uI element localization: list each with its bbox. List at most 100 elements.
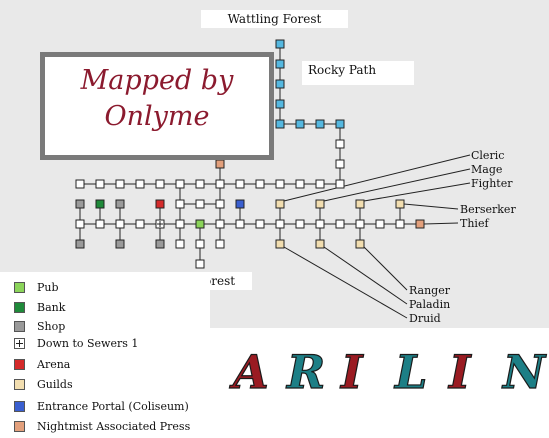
- legend-label: Down to Sewers 1: [37, 336, 139, 350]
- fighter-callout: Fighter: [471, 177, 513, 190]
- callout-line: [283, 246, 408, 319]
- legend-item: Shop: [14, 319, 65, 333]
- room-room: [255, 219, 265, 229]
- path-room: [335, 119, 345, 129]
- room-room: [155, 179, 165, 189]
- legend-label: Bank: [37, 300, 66, 314]
- credit-frame: Mapped by Onlyme: [40, 52, 274, 160]
- callout-line: [363, 182, 471, 202]
- guild-room: [275, 239, 285, 249]
- press-swatch: [14, 420, 25, 432]
- room-room: [335, 179, 345, 189]
- callout-line: [323, 246, 408, 305]
- room-room: [315, 219, 325, 229]
- guild-swatch: [14, 378, 25, 390]
- bank-room: [95, 199, 105, 209]
- room-room: [175, 219, 185, 229]
- room-room: [215, 179, 225, 189]
- legend-item: Down to Sewers 1: [14, 336, 138, 350]
- druid-callout: Druid: [409, 312, 441, 325]
- guild-room: [355, 199, 365, 209]
- sewer-swatch: [14, 337, 25, 349]
- room-room: [95, 179, 105, 189]
- room-room: [215, 199, 225, 209]
- path-room: [275, 39, 285, 49]
- title-letter: R: [285, 345, 325, 399]
- thief-callout: Thief: [460, 217, 489, 230]
- cleric-callout: Cleric: [471, 149, 505, 162]
- room-room: [175, 179, 185, 189]
- room-room: [275, 219, 285, 229]
- credit-text: Mapped by Onlyme: [45, 63, 269, 135]
- portal-swatch: [14, 400, 25, 412]
- room-room: [135, 219, 145, 229]
- callout-line: [423, 222, 459, 225]
- legend-label: Pub: [37, 280, 59, 294]
- callout-line: [323, 168, 471, 202]
- legend-item: Guilds: [14, 377, 73, 391]
- path-room: [275, 119, 285, 129]
- guild-room: [315, 239, 325, 249]
- pub-swatch: [14, 281, 25, 293]
- bank-swatch: [14, 301, 25, 313]
- room-room: [215, 219, 225, 229]
- path-room: [275, 99, 285, 109]
- legend-item: Nightmist Associated Press: [14, 419, 190, 433]
- room-room: [115, 219, 125, 229]
- shop-swatch: [14, 320, 25, 332]
- room-room: [175, 239, 185, 249]
- room-room: [195, 199, 205, 209]
- legend-item: Arena: [14, 357, 70, 371]
- room-room: [335, 159, 345, 169]
- shop-room: [75, 239, 85, 249]
- room-room: [95, 219, 105, 229]
- guild-room: [395, 199, 405, 209]
- ranger-callout: Ranger: [409, 284, 450, 297]
- legend-label: Shop: [37, 319, 66, 333]
- map-legend: Pub Bank Shop Down to Sewers 1 Arena Gui…: [0, 272, 210, 438]
- room-room: [335, 219, 345, 229]
- arena-room: [155, 199, 165, 209]
- room-room: [195, 259, 205, 269]
- arena-swatch: [14, 358, 25, 370]
- room-room: [75, 219, 85, 229]
- room-room: [255, 179, 265, 189]
- rocky-path-label: Rocky Path: [302, 61, 414, 85]
- title-letter: I: [447, 345, 472, 399]
- guild-room: [315, 199, 325, 209]
- press-room: [415, 219, 425, 229]
- path-room: [315, 119, 325, 129]
- room-room: [215, 239, 225, 249]
- callout-line: [283, 154, 471, 202]
- callout-line: [363, 246, 408, 291]
- room-room: [335, 139, 345, 149]
- room-room: [235, 219, 245, 229]
- wattling-forest-label: Wattling Forest: [201, 10, 348, 28]
- guild-room: [355, 239, 365, 249]
- room-room: [315, 179, 325, 189]
- path-room: [295, 119, 305, 129]
- legend-label: Entrance Portal (Coliseum): [37, 399, 189, 413]
- legend-item: Entrance Portal (Coliseum): [14, 399, 189, 413]
- press-room: [215, 159, 225, 169]
- room-room: [135, 179, 145, 189]
- shop-room: [115, 239, 125, 249]
- title-letter: A: [229, 345, 269, 399]
- legend-label: Guilds: [37, 377, 73, 391]
- room-room: [195, 239, 205, 249]
- pub-room: [195, 219, 205, 229]
- title-letter: I: [339, 345, 364, 399]
- room-room: [355, 219, 365, 229]
- room-room: [175, 199, 185, 209]
- legend-label: Arena: [37, 357, 71, 371]
- room-room: [235, 179, 245, 189]
- room-room: [395, 219, 405, 229]
- title-letter: N: [501, 345, 547, 399]
- shop-room: [155, 239, 165, 249]
- callout-line: [403, 203, 459, 210]
- path-room: [275, 79, 285, 89]
- room-room: [295, 179, 305, 189]
